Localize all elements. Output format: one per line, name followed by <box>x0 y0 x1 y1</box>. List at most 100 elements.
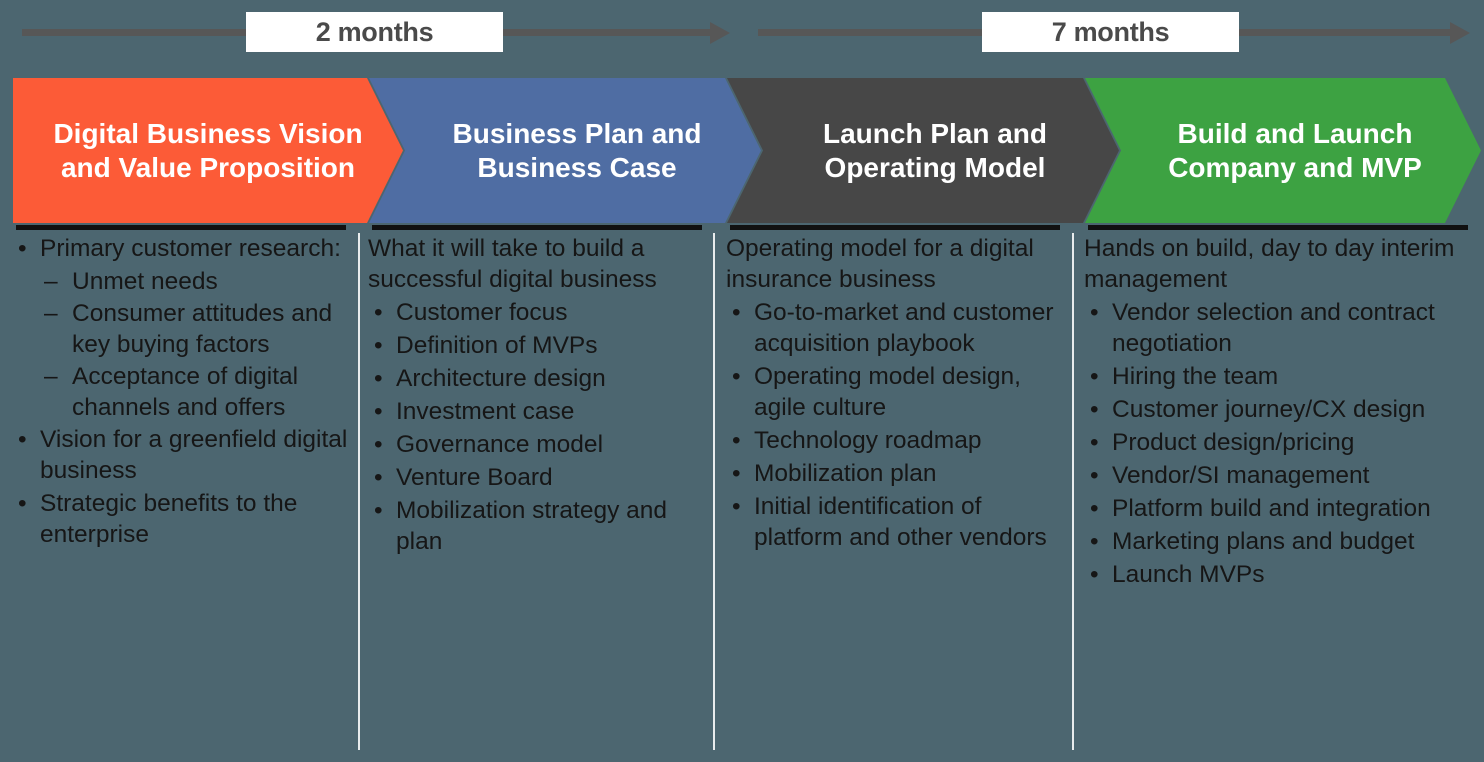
list-item-text: Vendor/SI management <box>1112 462 1370 489</box>
dash-marker: – <box>44 300 58 327</box>
list-item-text: Investment case <box>396 398 575 425</box>
column-rule-1 <box>16 225 346 230</box>
list-item: • Definition of MVPs <box>366 330 706 361</box>
bullet-marker: • <box>374 398 383 425</box>
column-divider-3 <box>1072 233 1074 750</box>
list-item: • Platform build and integration <box>1082 493 1472 524</box>
bullet-marker: • <box>374 365 383 392</box>
column-rule-3 <box>730 225 1060 230</box>
column-rule-4 <box>1088 225 1468 230</box>
bullet-marker: • <box>374 431 383 458</box>
column-4: Hands on build, day to day interim manag… <box>1082 233 1472 762</box>
bullet-marker: • <box>18 235 27 262</box>
timeline-label-2: 7 months <box>982 12 1239 52</box>
list-item-text: Vendor selection and contract negotiatio… <box>1112 299 1435 357</box>
column-4-list: • Vendor selection and contract negotiat… <box>1082 297 1472 590</box>
bullet-marker: • <box>18 426 27 453</box>
list-item: • Customer focus <box>366 297 706 328</box>
phase-title-4: Build and Launch Company and MVP <box>1168 118 1422 183</box>
list-item: • Hiring the team <box>1082 361 1472 392</box>
list-item-text: Launch MVPs <box>1112 561 1265 588</box>
list-item: • Primary customer research: <box>10 233 354 264</box>
list-item: – Unmet needs <box>10 266 354 297</box>
list-item: • Venture Board <box>366 462 706 493</box>
column-3-list: • Go-to-market and customer acquisition … <box>724 297 1060 553</box>
list-item: • Governance model <box>366 429 706 460</box>
list-item-text: Governance model <box>396 431 604 458</box>
list-item: • Vendor selection and contract negotiat… <box>1082 297 1472 359</box>
list-item: • Strategic benefits to the enterprise <box>10 488 354 550</box>
list-item: • Technology roadmap <box>724 425 1060 456</box>
phase-title-2: Business Plan and Business Case <box>452 118 702 183</box>
list-item-text: Mobilization strategy and plan <box>396 497 668 555</box>
bullet-marker: • <box>732 493 741 520</box>
list-item-text: Strategic benefits to the enterprise <box>40 490 298 548</box>
list-item: – Acceptance of digital channels and off… <box>10 361 354 423</box>
list-item: • Architecture design <box>366 363 706 394</box>
bullet-marker: • <box>1090 429 1099 456</box>
list-item-text: Go-to-market and customer acquisition pl… <box>754 299 1054 357</box>
list-item: • Vision for a greenfield digital busine… <box>10 424 354 486</box>
list-item: • Investment case <box>366 396 706 427</box>
phase-title-3: Launch Plan and Operating Model <box>822 118 1048 183</box>
column-1: • Primary customer research: – Unmet nee… <box>10 233 354 762</box>
phase-chevron-2[interactable]: Business Plan and Business Case <box>369 78 761 223</box>
bullet-marker: • <box>732 427 741 454</box>
bullet-marker: • <box>1090 462 1099 489</box>
list-item: • Go-to-market and customer acquisition … <box>724 297 1060 359</box>
bullet-marker: • <box>374 299 383 326</box>
dash-marker: – <box>44 268 58 295</box>
list-item: – Consumer attitudes and key buying fact… <box>10 298 354 360</box>
column-rule-2 <box>372 225 702 230</box>
bullet-marker: • <box>374 464 383 491</box>
bullet-marker: • <box>732 299 741 326</box>
list-item-text: Unmet needs <box>72 268 218 295</box>
list-item: • Customer journey/CX design <box>1082 394 1472 425</box>
column-2: What it will take to build a successful … <box>366 233 706 762</box>
phase-title-1: Digital Business Vision and Value Propos… <box>53 118 363 183</box>
phase-chevron-4[interactable]: Build and Launch Company and MVP <box>1085 78 1481 223</box>
list-item-text: Technology roadmap <box>754 427 982 454</box>
list-item: • Marketing plans and budget <box>1082 526 1472 557</box>
list-item-text: Primary customer research: <box>40 235 341 262</box>
list-item-text: Mobilization plan <box>754 460 937 487</box>
list-item-text: Customer journey/CX design <box>1112 396 1426 423</box>
bullet-marker: • <box>374 497 383 524</box>
phase-chevron-band: Digital Business Vision and Value Propos… <box>0 78 1484 223</box>
column-3-lead: Operating model for a digital insurance … <box>726 235 1034 293</box>
list-item: • Product design/pricing <box>1082 427 1472 458</box>
column-2-lead: What it will take to build a successful … <box>368 235 657 293</box>
list-item: • Mobilization plan <box>724 458 1060 489</box>
column-3: Operating model for a digital insurance … <box>724 233 1060 762</box>
column-1-list: • Primary customer research: – Unmet nee… <box>10 233 354 550</box>
bullet-marker: • <box>732 363 741 390</box>
list-item-text: Vision for a greenfield digital business <box>40 426 348 484</box>
list-item-text: Definition of MVPs <box>396 332 598 359</box>
list-item-text: Platform build and integration <box>1112 495 1431 522</box>
phase-chevron-1[interactable]: Digital Business Vision and Value Propos… <box>13 78 403 223</box>
column-4-lead: Hands on build, day to day interim manag… <box>1084 235 1455 293</box>
bullet-marker: • <box>1090 396 1099 423</box>
list-item-text: Initial identification of platform and o… <box>754 493 1047 551</box>
list-item-text: Architecture design <box>396 365 606 392</box>
column-divider-1 <box>358 233 360 750</box>
list-item-text: Customer focus <box>396 299 568 326</box>
arrow-right-icon <box>1450 22 1470 44</box>
list-item-text: Operating model design, agile culture <box>754 363 1021 421</box>
bullet-marker: • <box>1090 363 1099 390</box>
timeline-band: 2 months 7 months <box>0 0 1484 66</box>
bullet-marker: • <box>1090 561 1099 588</box>
list-item-text: Venture Board <box>396 464 553 491</box>
column-2-list: • Customer focus • Definition of MVPs • … <box>366 297 706 557</box>
bullet-marker: • <box>1090 495 1099 522</box>
dash-marker: – <box>44 363 58 390</box>
list-item-text: Hiring the team <box>1112 363 1279 390</box>
list-item: • Vendor/SI management <box>1082 460 1472 491</box>
bullet-marker: • <box>18 490 27 517</box>
list-item-text: Consumer attitudes and key buying factor… <box>72 300 333 358</box>
list-item: • Launch MVPs <box>1082 559 1472 590</box>
bullet-marker: • <box>1090 299 1099 326</box>
bullet-marker: • <box>732 460 741 487</box>
phase-chevron-3[interactable]: Launch Plan and Operating Model <box>727 78 1119 223</box>
